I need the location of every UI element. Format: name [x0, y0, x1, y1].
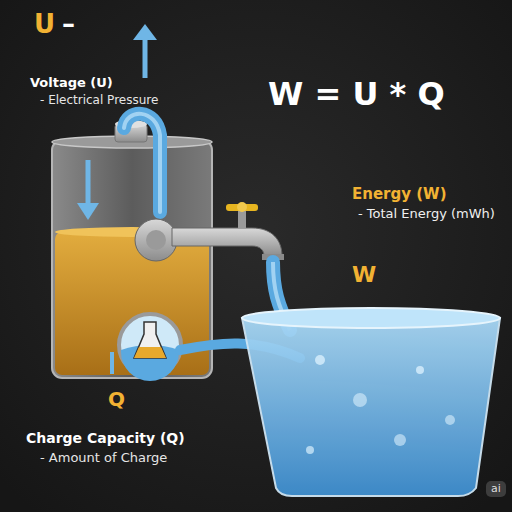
charge-note: - Amount of Charge	[40, 451, 167, 466]
formula: W = U * Q	[268, 76, 445, 113]
energy-symbol: W	[352, 262, 376, 287]
charge-heading: Charge Capacity (Q)	[26, 430, 185, 446]
charge-symbol: Q	[108, 388, 125, 411]
symbol-dash: –	[62, 10, 75, 40]
watermark-text: ai	[491, 482, 501, 496]
voltage-note: - Electrical Pressure	[40, 94, 158, 108]
voltage-symbol: U	[34, 10, 55, 40]
energy-note: - Total Energy (mWh)	[358, 207, 495, 222]
watermark-badge: ai	[486, 481, 506, 497]
energy-heading: Energy (W)	[352, 186, 447, 203]
voltage-heading: Voltage (U)	[30, 76, 113, 91]
